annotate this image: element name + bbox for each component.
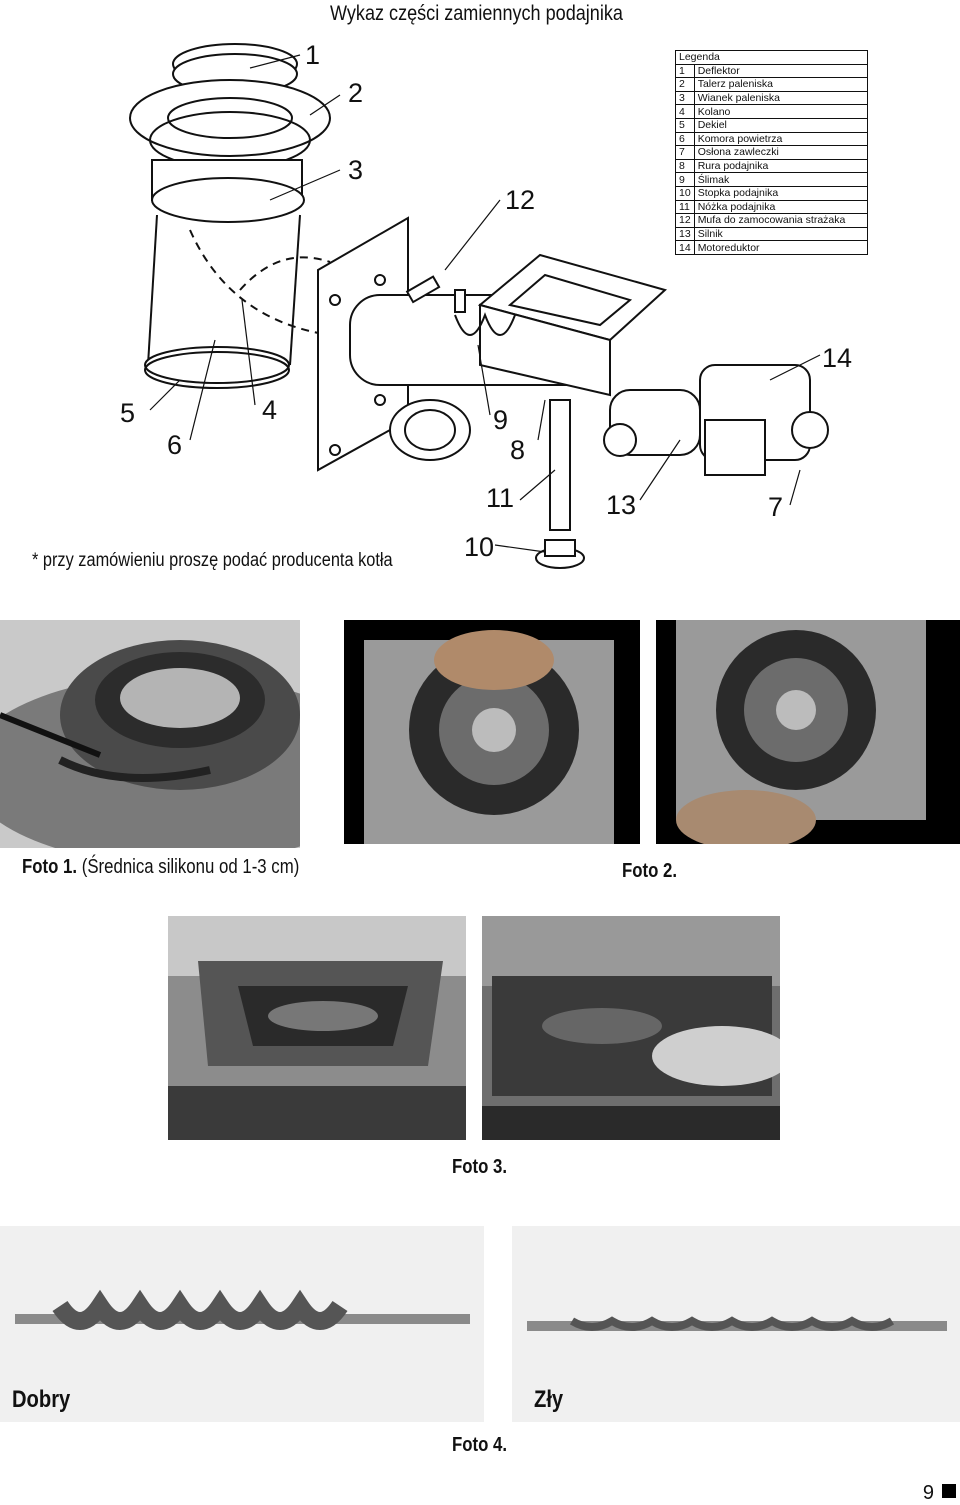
page-marker-square bbox=[942, 1484, 956, 1498]
page-number: 9 bbox=[922, 1482, 934, 1504]
order-note: * przy zamówieniu proszę podać producent… bbox=[32, 550, 393, 571]
caption-foto-3: Foto 3. bbox=[452, 1156, 508, 1178]
caption-foto-2: Foto 2. bbox=[622, 860, 678, 882]
caption-foto-1: Foto 1. (Średnica silikonu od 1-3 cm) bbox=[22, 856, 300, 878]
photo-4-bad-screw bbox=[512, 1226, 960, 1422]
feeder-exploded-diagram bbox=[129, 43, 829, 569]
caption-foto-4: Foto 4. bbox=[452, 1434, 508, 1456]
photo-3-hopper-right bbox=[482, 916, 780, 1140]
callout-13: 13 bbox=[606, 490, 637, 520]
callout-12: 12 bbox=[505, 185, 536, 215]
callout-14: 14 bbox=[822, 343, 853, 373]
label-zly: Zły bbox=[534, 1386, 564, 1413]
callout-3: 3 bbox=[348, 155, 364, 185]
photo-4-good-screw bbox=[0, 1226, 484, 1422]
callout-8: 8 bbox=[510, 435, 526, 465]
label-dobry: Dobry bbox=[12, 1386, 71, 1413]
photo-2-gearbox-right bbox=[656, 620, 960, 844]
callout-4: 4 bbox=[262, 395, 278, 425]
callout-11: 11 bbox=[486, 483, 515, 513]
photo-2-gearbox-left bbox=[344, 620, 640, 844]
callout-10: 10 bbox=[464, 532, 495, 562]
callout-1: 1 bbox=[305, 40, 321, 70]
callout-7: 7 bbox=[768, 492, 784, 522]
photo-1-burner-ring bbox=[0, 620, 300, 848]
callout-5: 5 bbox=[120, 398, 136, 428]
photo-3-hopper-left bbox=[168, 916, 466, 1140]
callout-6: 6 bbox=[167, 430, 183, 460]
callout-2: 2 bbox=[348, 78, 364, 108]
page-title: Wykaz części zamiennych podajnika bbox=[330, 2, 623, 25]
callout-9: 9 bbox=[493, 405, 509, 435]
legend-header: Legenda bbox=[675, 50, 868, 65]
